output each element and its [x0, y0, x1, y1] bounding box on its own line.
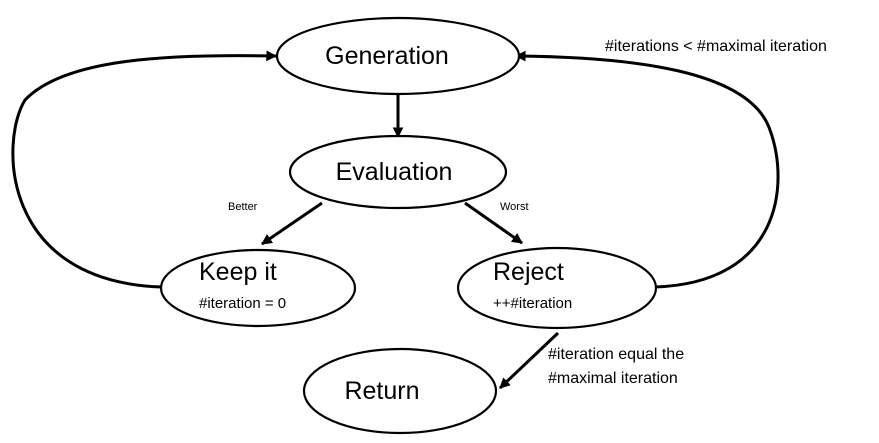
node-return-title: Return — [344, 377, 419, 405]
node-evaluation-shape — [288, 134, 508, 210]
node-reject-shape — [456, 246, 658, 330]
node-generation-shape — [275, 16, 521, 96]
node-reject-subtitle: ++#iteration — [493, 295, 572, 312]
node-keep-title: Keep it — [199, 258, 277, 286]
arrow-reject-to-generation — [514, 50, 780, 289]
node-return-shape — [302, 347, 498, 435]
edge-label-loop-condition: #iterations < #maximal iteration — [605, 38, 827, 55]
edge-label-worst: Worst — [500, 201, 529, 213]
node-evaluation-title: Evaluation — [336, 158, 453, 186]
edge-label-return-condition-line1: #iteration equal the — [548, 346, 684, 363]
node-reject: Reject ++#iteration — [456, 246, 658, 330]
node-keep-shape — [159, 248, 357, 328]
node-keep-subtitle: #iteration = 0 — [199, 295, 286, 312]
node-generation-title: Generation — [325, 42, 449, 70]
node-return: Return — [302, 347, 498, 435]
arrow-evaluation-to-keep — [261, 201, 323, 246]
arrow-keep-to-generation — [11, 50, 278, 289]
node-reject-title: Reject — [493, 258, 564, 286]
node-keep: Keep it #iteration = 0 — [159, 248, 357, 328]
node-generation: Generation — [275, 16, 521, 96]
arrow-reject-to-return — [498, 331, 560, 390]
node-evaluation: Evaluation — [288, 134, 508, 210]
arrow-evaluation-to-reject — [464, 201, 523, 245]
edge-label-return-condition-line2: #maximal iteration — [548, 370, 678, 387]
edge-label-better: Better — [228, 201, 258, 213]
